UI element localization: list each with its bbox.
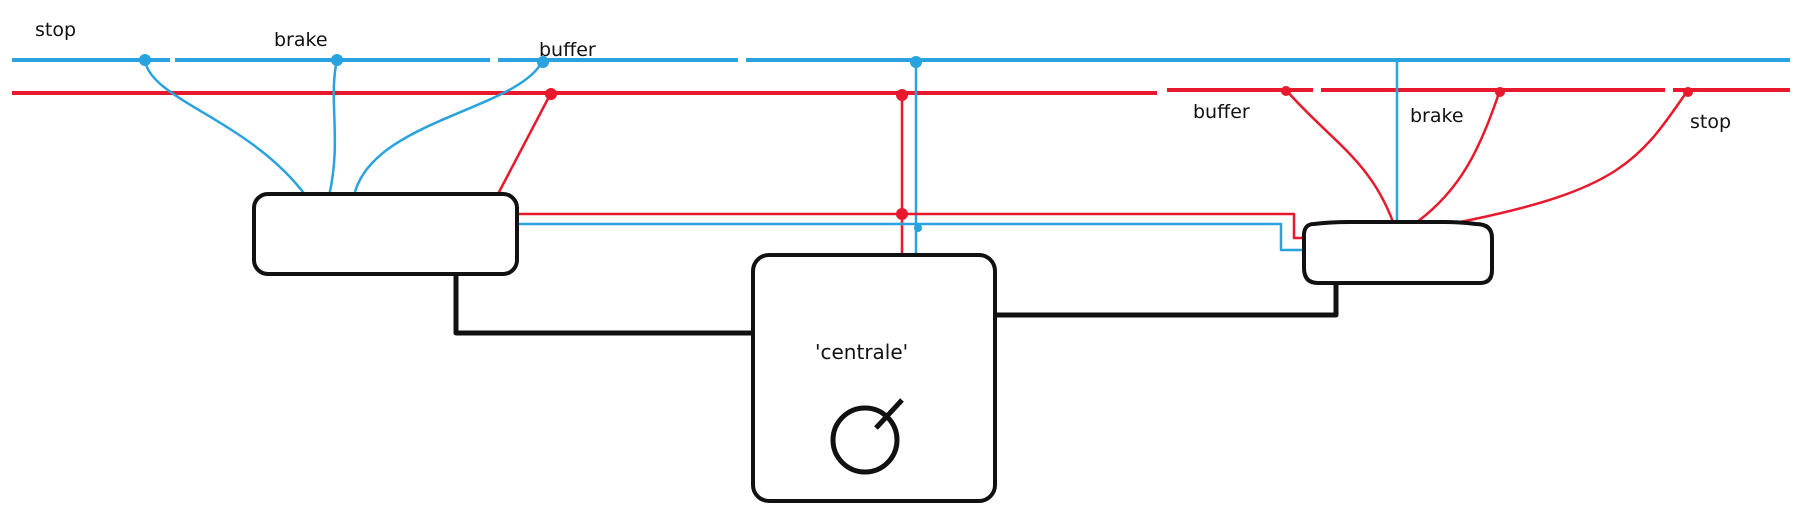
red-wire-left bbox=[496, 92, 553, 195]
left-controller-box bbox=[252, 192, 519, 276]
red-junction-dot bbox=[896, 89, 908, 101]
blue-junction-dot bbox=[139, 54, 151, 66]
link-left-to-central bbox=[453, 274, 753, 336]
red-wire-stop-right bbox=[1459, 89, 1690, 224]
blue-junctions bbox=[139, 54, 922, 232]
blue-bus-line bbox=[518, 222, 1304, 252]
blue-junction-dot bbox=[537, 56, 549, 68]
red-branches-right bbox=[1285, 89, 1690, 224]
blue-wire-brake-left bbox=[327, 59, 339, 197]
black-links bbox=[453, 274, 1339, 336]
red-junction-dot bbox=[1683, 87, 1693, 97]
red-wire-brake-right bbox=[1416, 89, 1502, 224]
red-bus-line bbox=[518, 212, 1304, 240]
label-brake-right: brake bbox=[1410, 105, 1464, 127]
label-buffer-left: buffer bbox=[539, 39, 596, 61]
blue-junction-dot bbox=[914, 224, 922, 232]
link-right-to-central bbox=[995, 283, 1339, 318]
label-stop-left: stop bbox=[35, 19, 76, 41]
red-junction-dot bbox=[1495, 87, 1505, 97]
red-junctions bbox=[545, 86, 1693, 220]
label-buffer-right: buffer bbox=[1193, 101, 1250, 123]
red-junction-dot bbox=[545, 88, 557, 100]
blue-junction-dot bbox=[910, 56, 922, 68]
central-unit-box bbox=[751, 253, 997, 503]
blue-wire-buffer-left bbox=[352, 59, 545, 197]
knob-pointer bbox=[874, 398, 904, 430]
knob-dial-icon bbox=[830, 398, 904, 475]
red-junction-dot bbox=[896, 208, 908, 220]
label-central-unit: 'centrale' bbox=[815, 340, 908, 364]
red-junction-dot bbox=[1281, 86, 1291, 96]
red-wire-buffer-right bbox=[1285, 89, 1395, 223]
right-controller-box bbox=[1301, 220, 1494, 285]
label-stop-right: stop bbox=[1690, 111, 1731, 133]
knob-ring bbox=[830, 405, 900, 475]
blue-wire-stop-left bbox=[143, 59, 308, 197]
blue-junction-dot bbox=[331, 54, 343, 66]
blue-branches-left bbox=[143, 59, 545, 197]
label-brake-left: brake bbox=[274, 29, 328, 51]
